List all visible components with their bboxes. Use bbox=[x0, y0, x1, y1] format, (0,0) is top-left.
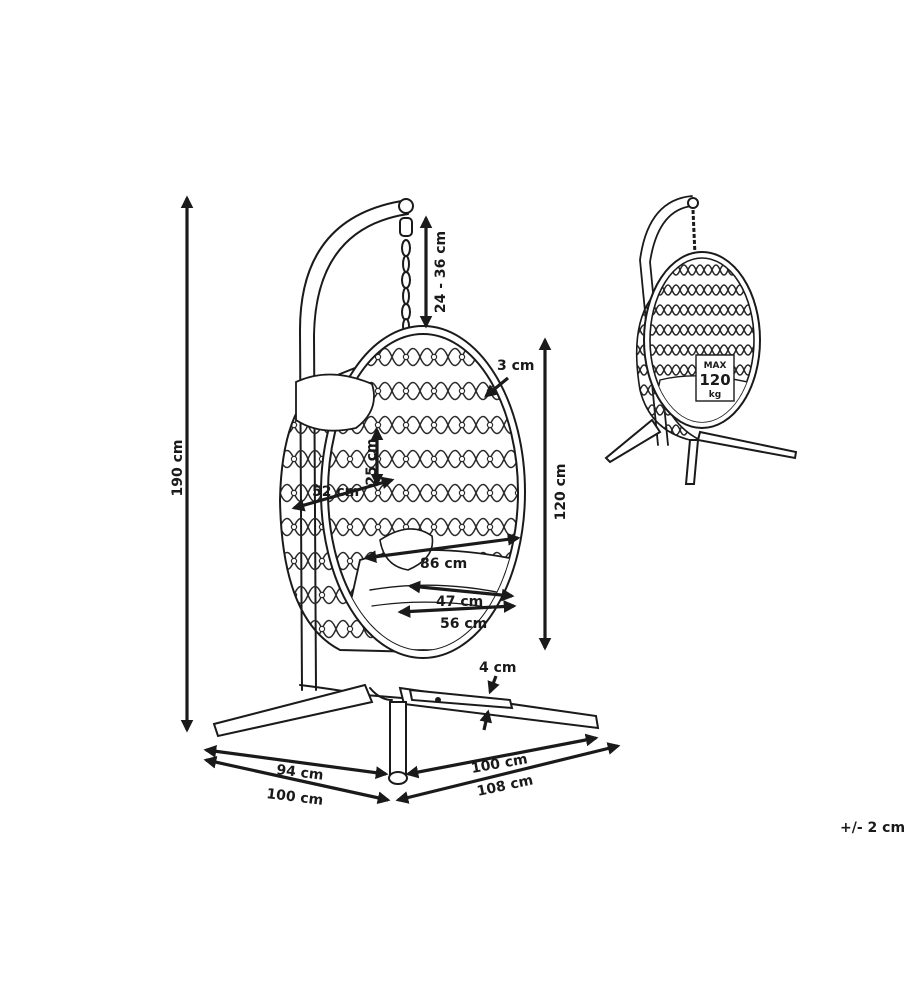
label-leg-thickness: 4 cm bbox=[479, 660, 517, 676]
dim-arrow-base-left-outer bbox=[203, 755, 391, 805]
badge-weight-text: 120 bbox=[699, 371, 730, 389]
chain bbox=[399, 217, 413, 334]
label-base-right-inner: 100 cm bbox=[470, 751, 529, 777]
dim-arrow-leg-thickness-bottom bbox=[479, 709, 493, 731]
label-frame-thickness: 3 cm bbox=[497, 358, 535, 374]
label-egg-height: 120 cm bbox=[553, 464, 569, 521]
badge-unit-text: kg bbox=[709, 390, 721, 400]
label-egg-width: 86 cm bbox=[420, 556, 467, 572]
label-total-height: 190 cm bbox=[170, 440, 186, 497]
label-back-height: 25 cm bbox=[364, 438, 380, 485]
label-chain-length: 24 - 36 cm bbox=[433, 231, 449, 313]
label-base-left-outer: 100 cm bbox=[266, 786, 325, 809]
tolerance-note: +/- 2 cm bbox=[840, 820, 905, 836]
hanger-cap bbox=[398, 198, 414, 214]
main-chair-illustration bbox=[212, 198, 600, 785]
dim-arrow-leg-thickness-top bbox=[487, 675, 500, 695]
stand-pole-outer bbox=[299, 199, 409, 691]
stand-pole-inner bbox=[313, 213, 409, 691]
dimension-labels: 190 cm 24 - 36 cm 120 cm 3 cm 25 cm 52 c… bbox=[170, 231, 905, 836]
dim-arrow-side-depth bbox=[291, 476, 395, 512]
dimension-lines bbox=[180, 195, 621, 805]
label-side-depth: 52 cm bbox=[312, 484, 359, 500]
dim-arrow-base-right-outer bbox=[395, 742, 621, 804]
dim-arrow-frame-thickness bbox=[484, 376, 510, 398]
label-base-left-inner: 94 cm bbox=[276, 762, 325, 784]
max-load-badge bbox=[695, 354, 735, 402]
base-legs bbox=[212, 683, 600, 785]
label-base-right-outer: 108 cm bbox=[476, 772, 535, 799]
headrest-cushion bbox=[295, 373, 375, 432]
dim-arrow-seat-inner bbox=[407, 580, 515, 602]
label-seat-outer: 56 cm bbox=[440, 616, 487, 632]
small-chair-illustration: MAX 120 kg bbox=[604, 195, 798, 485]
badge-max-text: MAX bbox=[704, 361, 727, 371]
dim-arrow-egg-width bbox=[363, 532, 521, 564]
label-seat-inner: 47 cm bbox=[436, 594, 483, 610]
dim-arrow-seat-outer bbox=[397, 600, 517, 618]
